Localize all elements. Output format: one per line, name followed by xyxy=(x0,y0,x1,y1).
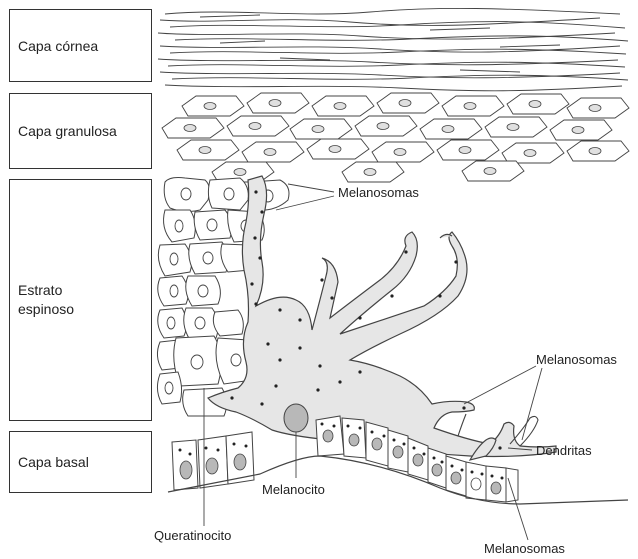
label-dendritas: Dendritas xyxy=(536,443,592,459)
label-melanosomas-top: Melanosomas xyxy=(338,185,419,201)
label-melanosomas-right: Melanosomas xyxy=(536,352,617,368)
label-melanocito: Melanocito xyxy=(262,482,325,498)
melanocyte-nucleus xyxy=(284,404,308,432)
label-queratinocito: Queratinocito xyxy=(154,528,231,544)
stratum-granulosum-cells xyxy=(162,93,629,182)
stratum-corneum-lines xyxy=(158,8,628,90)
label-melanosomas-bottom: Melanosomas xyxy=(484,541,565,557)
melanocyte xyxy=(208,176,556,460)
